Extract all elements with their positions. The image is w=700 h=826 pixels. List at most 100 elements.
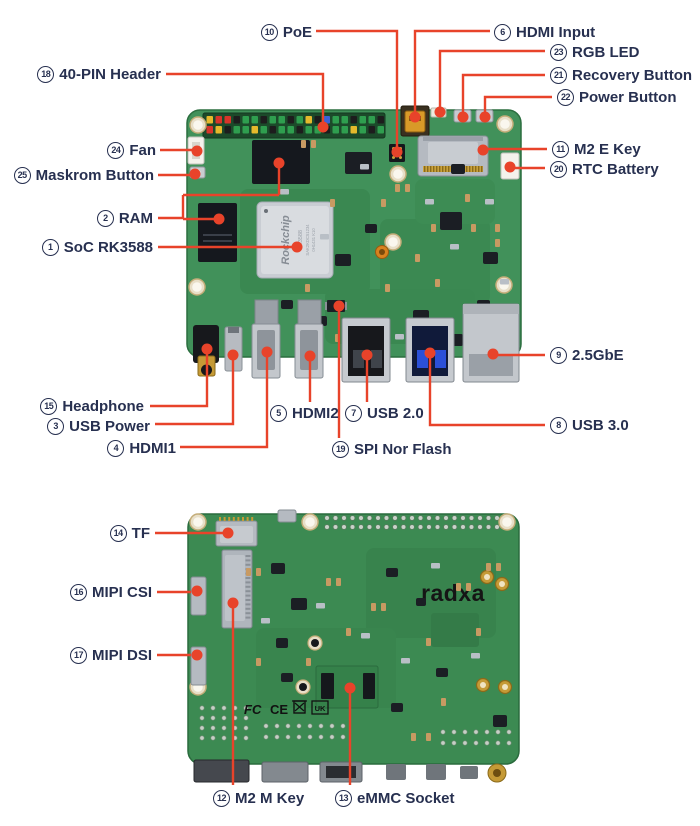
label-spi-text: SPI Nor Flash — [354, 440, 452, 458]
label-m2e-text: M2 E Key — [574, 140, 641, 158]
label-power-num: 22 — [557, 88, 574, 106]
label-maskrom-text: Maskrom Button — [35, 166, 154, 184]
solder-pad-clusters — [199, 705, 512, 746]
label-power: 22 Power Button — [557, 88, 677, 106]
mounting-holes-bottom — [189, 513, 516, 696]
label-recovery-num: 21 — [550, 66, 567, 84]
m2-m-key-slot — [221, 549, 253, 629]
label-maskrom-num: 25 — [13, 166, 31, 184]
label-m2m: 12 M2 M Key — [213, 789, 304, 807]
mipi-csi-connector — [190, 576, 207, 616]
orange-connector — [375, 245, 389, 259]
mipi-dsi-connector — [190, 646, 207, 686]
label-m2m-num: 12 — [213, 789, 230, 807]
label-fan-num: 24 — [107, 141, 125, 159]
label-tf-num: 14 — [109, 524, 127, 542]
svg-text:UK: UK — [315, 704, 326, 713]
label-usb3-text: USB 3.0 — [572, 416, 629, 434]
label-dsi-text: MIPI DSI — [91, 646, 152, 664]
hdmi1-port — [251, 299, 281, 379]
label-m2m-text: M2 M Key — [235, 789, 305, 807]
tf-card-slot — [215, 517, 258, 547]
label-hdmi-input-num: 6 — [494, 23, 511, 41]
label-power-text: Power Button — [579, 88, 677, 106]
label-emmc-text: eMMC Socket — [357, 789, 455, 807]
soc-pin1-dot — [264, 209, 268, 213]
certification-marks: FC CE UK — [244, 700, 329, 717]
usb3-port — [405, 317, 455, 383]
label-soc-num: 1 — [41, 238, 59, 256]
hdmi-input-port — [400, 105, 430, 137]
label-rgb-led-text: RGB LED — [572, 43, 640, 61]
soc-lot2-text: 0H1431 K10 — [311, 228, 316, 252]
soc-model-text: RK3588 — [298, 230, 304, 250]
label-m2e-num: 11 — [552, 140, 569, 158]
label-40pin-num: 18 — [37, 65, 55, 83]
label-ram-num: 2 — [96, 209, 114, 227]
label-rtc-num: 20 — [550, 160, 567, 178]
radxa-logo: radxa — [421, 580, 485, 606]
board-bottom-view: radxa FC CE UK — [187, 509, 520, 783]
soc-lot1-text: SAK2KDC51234 — [305, 224, 310, 256]
label-spi-num: 19 — [332, 440, 349, 458]
label-usb-power-text: USB Power — [69, 417, 150, 435]
label-hdmi2-text: HDMI2 — [292, 404, 339, 422]
label-rtc-text: RTC Battery — [572, 160, 659, 178]
recovery-button-component — [453, 109, 472, 123]
soc-brand-text: Rockchip — [280, 215, 292, 265]
ce-mark: CE — [270, 702, 288, 717]
poe-header — [389, 144, 405, 162]
rtc-battery-connector — [500, 152, 520, 180]
label-rgb-led-num: 23 — [550, 43, 567, 61]
label-rgb-led: 23 RGB LED — [550, 43, 640, 61]
label-rtc: 20 RTC Battery — [550, 160, 659, 178]
label-gbe-num: 9 — [550, 346, 567, 364]
power-button-component — [475, 109, 494, 123]
label-headphone-text: Headphone — [62, 397, 144, 415]
rear-connector-shells — [193, 759, 507, 783]
label-csi-text: MIPI CSI — [91, 583, 152, 601]
label-tf-text: TF — [131, 524, 150, 542]
label-hdmi1-text: HDMI1 — [129, 439, 176, 457]
label-dsi-num: 17 — [69, 646, 87, 664]
fcc-mark: FC — [244, 702, 262, 717]
label-usb2-text: USB 2.0 — [367, 404, 424, 422]
callout-rgb-led — [438, 49, 545, 107]
spi-flash-chip — [325, 300, 347, 312]
ram-chip-2 — [198, 203, 237, 262]
label-fan-text: Fan — [129, 141, 156, 159]
ethernet-port — [462, 303, 520, 383]
label-recovery-text: Recovery Button — [572, 66, 693, 84]
label-m2e: 11 M2 E Key — [552, 140, 641, 158]
small-components-bottom — [246, 563, 507, 741]
fan-connector — [187, 136, 205, 165]
label-usb-power-num: 3 — [47, 417, 65, 435]
label-40pin-text: 40-PIN Header — [59, 65, 161, 83]
headphone-jack — [193, 325, 219, 377]
label-poe-text: PoE — [282, 23, 312, 41]
gpio-through-holes — [324, 515, 500, 530]
board-top-view: Rockchip RK3588 SAK2KDC51234 0H1431 K10 — [186, 105, 522, 383]
hdmi2-port — [294, 299, 324, 379]
label-poe-num: 10 — [260, 23, 278, 41]
label-csi-num: 16 — [69, 583, 87, 601]
label-spi: 19 SPI Nor Flash — [332, 440, 452, 458]
